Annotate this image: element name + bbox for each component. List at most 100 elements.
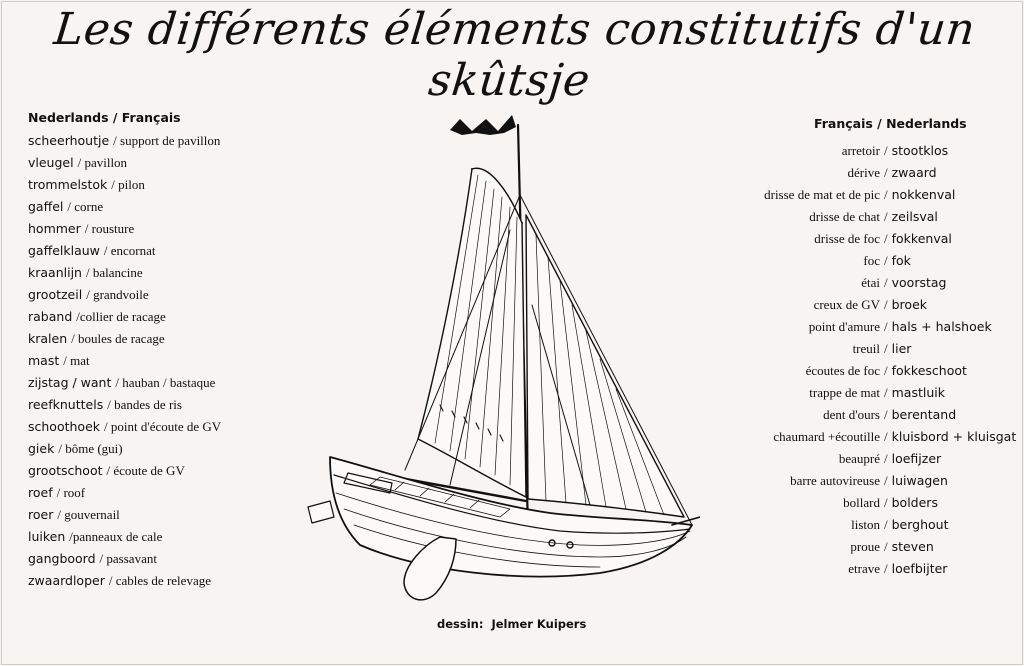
dutch-term: loefijzer	[891, 451, 942, 466]
glossary-row: dent d'ours/berentand	[700, 406, 1020, 428]
french-term: / roof	[56, 485, 86, 500]
term-separator: /	[884, 429, 888, 444]
dutch-term: gaffel	[28, 199, 64, 214]
dutch-term: mast	[28, 353, 60, 368]
bollard	[566, 541, 574, 549]
dutch-term: nokkenval	[891, 187, 956, 202]
dutch-term: raband	[28, 309, 73, 324]
french-term: / corne	[67, 199, 104, 214]
glossary-row: raband /collier de racage	[28, 308, 221, 330]
french-term: drisse de mat et de pic	[764, 187, 880, 202]
dutch-term: bolders	[891, 495, 938, 510]
left-glossary-rows: scheerhoutje / support de pavillon vleuge…	[28, 132, 221, 594]
term-separator: /	[884, 407, 888, 422]
glossary-row: giek / bôme (gui)	[28, 440, 221, 462]
deck-line	[333, 474, 691, 534]
glossary-row: écoutes de foc /fokkeschoot	[700, 362, 1020, 384]
french-term: treuil	[852, 341, 880, 356]
dutch-term: hommer	[28, 221, 81, 236]
glossary-row: drisse de foc/fokkenval	[700, 230, 1020, 252]
glossary-row: drisse de chat /zeilsval	[700, 208, 1020, 230]
french-term: dérive	[847, 165, 880, 180]
glossary-row: proue /steven	[700, 538, 1020, 560]
french-term: point d'amure	[808, 319, 880, 334]
french-term: etrave	[848, 561, 880, 576]
glossary-row: zijstag / want / hauban / bastaque	[28, 374, 221, 396]
credit-line: dessin:Jelmer Kuipers	[437, 617, 586, 631]
term-separator: /	[884, 319, 888, 334]
glossary-row: grootzeil / grandvoile	[28, 286, 221, 308]
dutch-term: broek	[891, 297, 928, 312]
dutch-term: zeilsval	[891, 209, 938, 224]
french-term: / écoute de GV	[106, 463, 185, 478]
dutch-term: vleugel	[28, 155, 74, 170]
dutch-term: lier	[891, 341, 912, 356]
dutch-term: voorstag	[891, 275, 947, 290]
dutch-term: luiken	[28, 529, 66, 544]
french-term: trappe de mat	[809, 385, 880, 400]
term-separator: /	[884, 539, 888, 554]
french-term: creux de GV	[813, 297, 880, 312]
glossary-row: zwaardloper / cables de relevage	[28, 572, 221, 594]
french-term: /collier de racage	[76, 309, 166, 324]
bollard	[548, 539, 556, 547]
dutch-term: zwaard	[891, 165, 937, 180]
jib-sail	[525, 214, 685, 518]
mainsail	[417, 167, 527, 498]
term-separator: /	[884, 385, 888, 400]
hull-planking	[335, 492, 691, 568]
dutch-term: steven	[891, 539, 934, 554]
glossary-row: vleugel / pavillon	[28, 154, 221, 176]
glossary-row: hommer / rousture	[28, 220, 221, 242]
french-term: / mat	[63, 353, 90, 368]
french-term: / hauban / bastaque	[115, 375, 216, 390]
french-term: / pilon	[111, 177, 145, 192]
french-term: étai	[861, 275, 880, 290]
glossary-row: étai/voorstag	[700, 274, 1020, 296]
glossary-row: liston/berghout	[700, 516, 1020, 538]
term-separator: /	[884, 451, 888, 466]
french-term: proue	[850, 539, 880, 554]
french-term: / cables de relevage	[108, 573, 211, 588]
dutch-term: giek	[28, 441, 55, 456]
french-term: bollard	[843, 495, 880, 510]
left-glossary: Nederlands / Français scheerhoutje / sup…	[28, 110, 221, 594]
term-separator: /	[884, 363, 888, 378]
mainsail-seams	[434, 174, 518, 486]
term-separator: /	[884, 473, 888, 488]
right-glossary-header: Français / Nederlands	[814, 116, 967, 131]
term-separator: /	[884, 341, 888, 356]
left-glossary-header: Nederlands / Français	[28, 110, 181, 125]
french-term: / encornat	[103, 243, 156, 258]
dutch-term: scheerhoutje	[28, 133, 110, 148]
term-separator: /	[884, 187, 888, 202]
dutch-term: fokkeschoot	[891, 363, 967, 378]
french-term: / pavillon	[77, 155, 128, 170]
dutch-term: zwaardloper	[28, 573, 105, 588]
dutch-term: zijstag / want	[28, 375, 112, 390]
term-separator: /	[884, 253, 888, 268]
glossary-row: chaumard +écoutille /kluisbord + kluisgat	[700, 428, 1020, 450]
french-term: / support de pavillon	[113, 133, 221, 148]
term-separator: /	[884, 143, 888, 158]
dutch-term: schoothoek	[28, 419, 101, 434]
credit-label: dessin:	[437, 617, 484, 631]
french-term: / point d'écoute de GV	[104, 419, 222, 434]
french-term: chaumard +écoutille	[773, 429, 880, 444]
glossary-row: roef / roof	[28, 484, 221, 506]
glossary-row: schoothoek / point d'écoute de GV	[28, 418, 221, 440]
french-term: drisse de chat	[809, 209, 880, 224]
dutch-term: kluisbord + kluisgat	[891, 429, 1017, 444]
term-separator: /	[884, 209, 888, 224]
french-term: beaupré	[838, 451, 880, 466]
french-term: écoutes de foc	[805, 363, 880, 378]
dutch-term: luiwagen	[891, 473, 948, 488]
dutch-term: berentand	[891, 407, 957, 422]
cabin-roof	[343, 472, 393, 494]
french-term: drisse de foc	[814, 231, 880, 246]
glossary-row: kraanlijn / balancine	[28, 264, 221, 286]
glossary-row: etrave/loefbijter	[700, 560, 1020, 582]
dutch-term: kraanlijn	[28, 265, 82, 280]
term-separator: /	[884, 165, 888, 180]
